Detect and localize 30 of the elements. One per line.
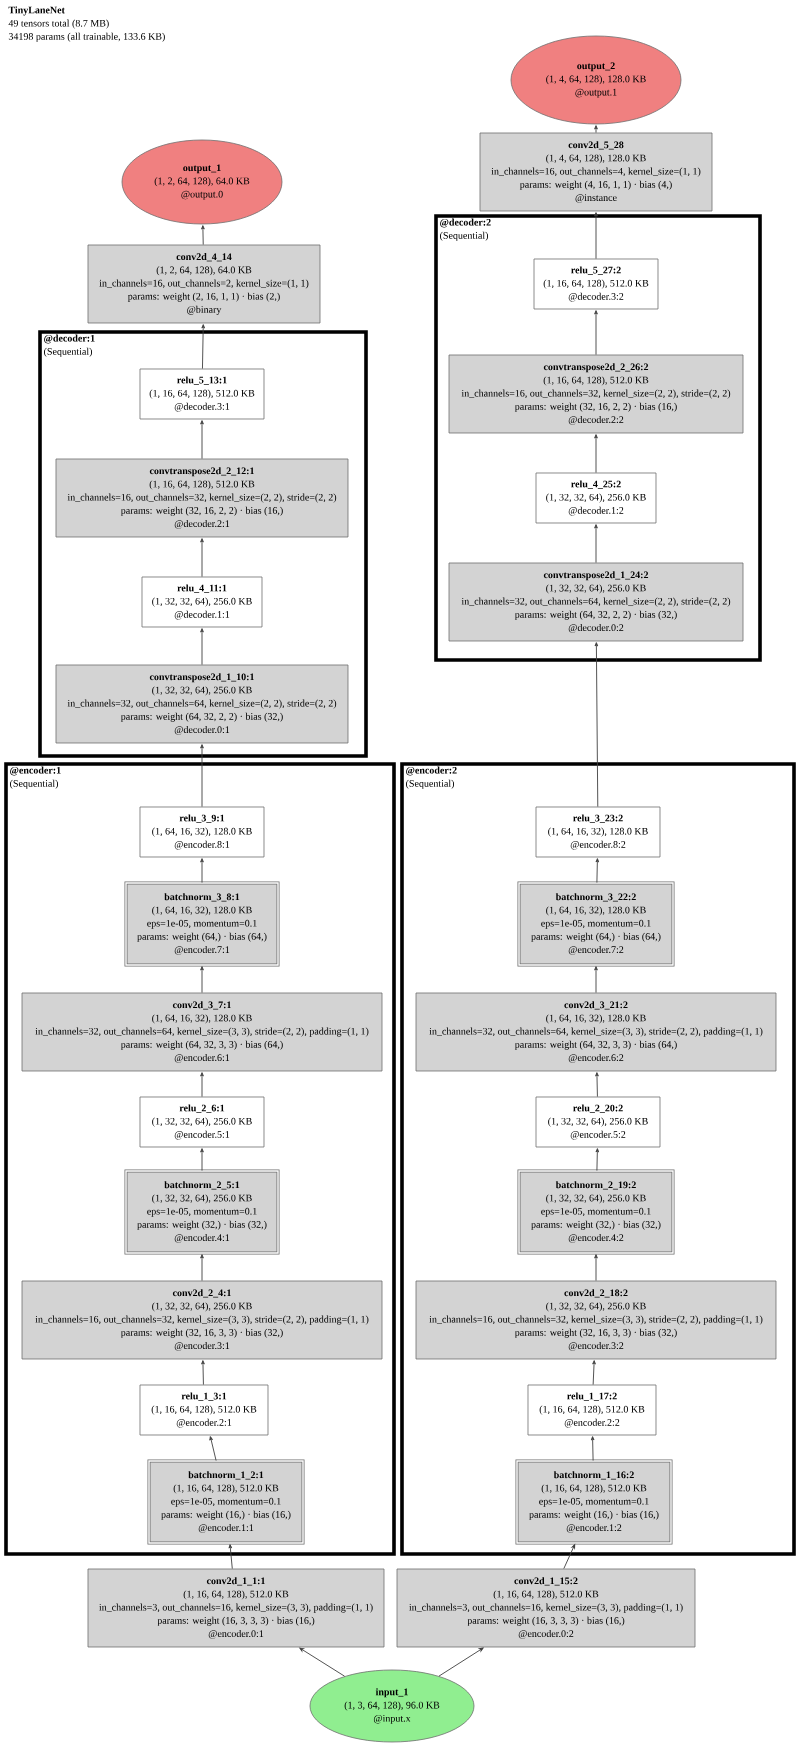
arrow bbox=[200, 744, 204, 808]
arrow bbox=[594, 966, 598, 994]
arrow bbox=[200, 628, 204, 666]
arrow bbox=[590, 1436, 595, 1462]
arrow bbox=[200, 1148, 204, 1172]
arrow bbox=[594, 212, 598, 260]
arrow bbox=[200, 966, 204, 994]
arrow bbox=[200, 858, 204, 884]
arrow bbox=[594, 642, 599, 808]
arrow bbox=[594, 310, 598, 356]
arrow bbox=[228, 1544, 233, 1570]
arrow bbox=[200, 1254, 204, 1282]
arrow bbox=[594, 524, 598, 564]
arrow bbox=[594, 434, 598, 474]
arrow bbox=[594, 125, 598, 134]
arrow bbox=[438, 1647, 484, 1677]
arrow bbox=[595, 1148, 600, 1172]
arrow bbox=[200, 538, 204, 578]
arrow bbox=[201, 1360, 205, 1386]
arrow bbox=[594, 1254, 598, 1282]
arrow bbox=[200, 420, 204, 460]
arrow bbox=[563, 1544, 576, 1570]
arrow bbox=[201, 225, 205, 246]
arrow bbox=[595, 858, 600, 884]
arrow bbox=[299, 1647, 346, 1677]
arrow bbox=[209, 1436, 217, 1462]
arrow bbox=[200, 1072, 204, 1098]
arrow bbox=[201, 324, 205, 370]
arrow bbox=[595, 1072, 599, 1098]
arrow bbox=[592, 1360, 596, 1386]
